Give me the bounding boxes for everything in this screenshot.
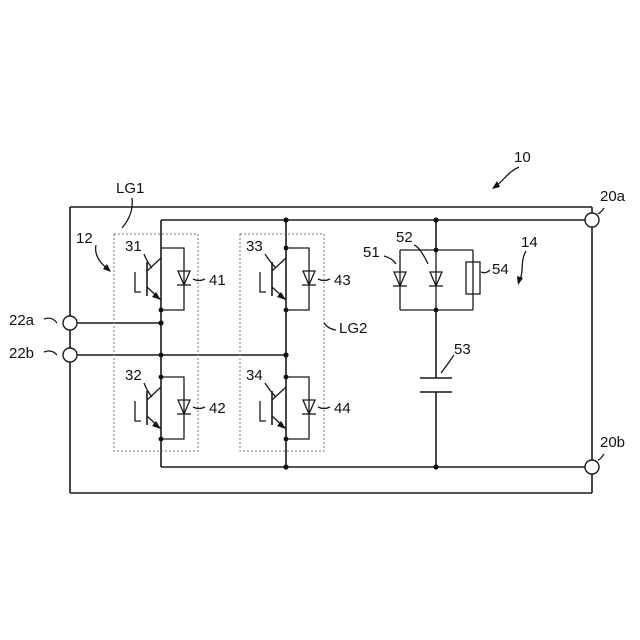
label-51: 51: [363, 244, 380, 261]
label-device: 10: [514, 149, 531, 166]
label-53: 53: [454, 341, 471, 358]
label-22b: 22b: [9, 345, 34, 362]
leg2-box: [240, 234, 324, 451]
terminal-20b: [585, 460, 599, 474]
switch-32: [135, 377, 191, 439]
label-41: 41: [209, 272, 226, 289]
switch-31: [135, 248, 191, 310]
label-converter: 12: [76, 230, 93, 247]
switch-34: [260, 377, 316, 439]
junction-dots: [158, 217, 438, 469]
label-32: 32: [125, 367, 142, 384]
outer-frame: [70, 207, 592, 493]
label-31: 31: [125, 238, 142, 255]
leg1-box: [114, 234, 198, 451]
label-43: 43: [334, 272, 351, 289]
label-42: 42: [209, 400, 226, 417]
label-lg1: LG1: [116, 180, 144, 197]
label-lg2: LG2: [339, 320, 367, 337]
label-54: 54: [492, 261, 509, 278]
label-22a: 22a: [9, 312, 35, 329]
terminal-20a: [585, 213, 599, 227]
terminal-22b: [63, 348, 77, 362]
label-snubber: 14: [521, 234, 538, 251]
leader-lines: [44, 167, 604, 460]
label-44: 44: [334, 400, 351, 417]
label-20b: 20b: [600, 434, 625, 451]
switch-33: [260, 248, 316, 310]
label-52: 52: [396, 229, 413, 246]
label-33: 33: [246, 238, 263, 255]
terminal-22a: [63, 316, 77, 330]
bus-wires: [70, 220, 592, 467]
label-34: 34: [246, 367, 263, 384]
label-20a: 20a: [600, 188, 626, 205]
